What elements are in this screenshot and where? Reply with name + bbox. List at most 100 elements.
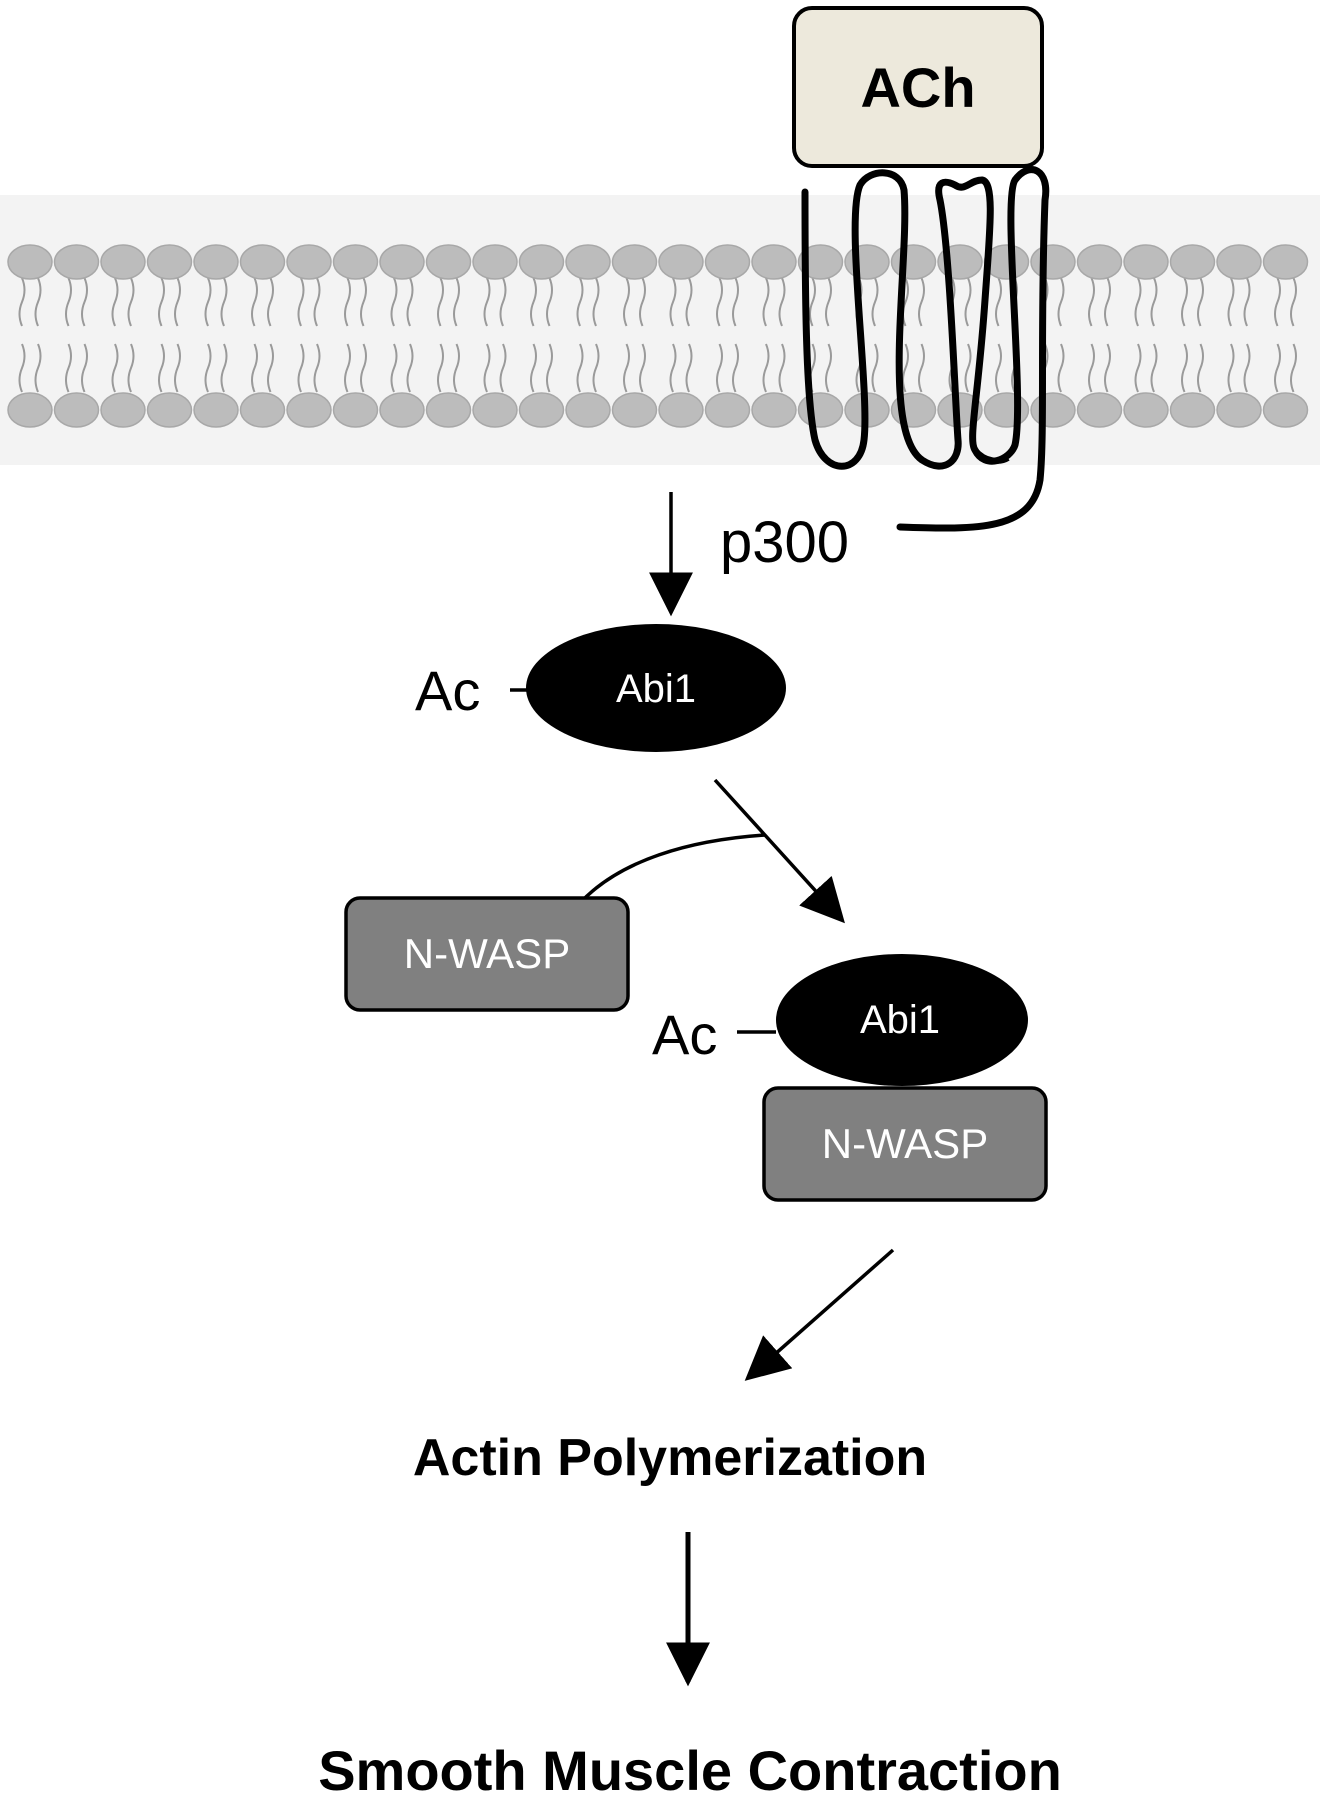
lipid-tail [111,343,119,393]
lipid-tail [406,277,414,327]
lipid-tail [530,277,537,327]
lipid-head [472,244,518,280]
lipid-tail [576,277,584,327]
lipid-tail [158,277,165,327]
lipid-tail [267,277,274,327]
lipid-head [1076,244,1123,280]
lipid-head [658,244,704,280]
lipid-head [751,244,797,280]
lipid-tail [18,277,26,327]
lipid-tail [127,343,135,393]
lipid-tail [530,343,537,393]
lipid-tail [1243,343,1251,393]
lipid-tail [204,343,212,393]
membrane-background [0,195,1320,465]
lipid-tail [1088,343,1095,393]
lipid-head [1216,392,1262,428]
lipid-tail [639,277,646,327]
lipid-head [53,392,100,428]
lipid-tail [1150,277,1158,327]
lipid-head [286,244,332,280]
lipid-tail [406,343,414,393]
lipid-tail [158,343,165,393]
receptor-loop-tail [972,447,1010,464]
lipid-tail [546,277,553,327]
lipid-tail [1181,343,1188,393]
lipid-tail [483,343,491,393]
lipid-tail [360,277,367,327]
lipid-tail [825,277,832,327]
lipid-tail [65,343,72,393]
lipid-head [704,244,751,280]
smooth-muscle-contraction-label: Smooth Muscle Contraction [318,1739,1062,1800]
lipid-tail [1197,343,1204,393]
lipid-head [1169,244,1216,280]
lipid-tail [546,343,553,393]
lipid-head [844,244,890,280]
lipid-tail [732,277,739,327]
lipid-head [658,392,704,428]
lipid-tail [483,277,491,327]
abi1-nwasp-complex: N-WASP Abi1 Ac [652,954,1048,1202]
lipid-head [751,392,797,428]
lipid-tail [127,277,135,327]
lipid-head [146,392,193,428]
lipid-head [425,392,472,428]
lipid-head [7,392,53,428]
lipid-tail [499,343,507,393]
lipid-tail [251,277,258,327]
lipid-head [100,392,146,428]
lipid-tail [1290,343,1297,393]
lipid-tail [716,343,723,393]
lipid-tail [344,277,351,327]
acetyl-label-2: Ac [652,1003,717,1066]
lipid-head [565,392,611,428]
lipid-tail [1197,277,1204,327]
lipid-tail [778,277,786,327]
lipid-tail [1227,343,1235,393]
lipid-head [332,392,379,428]
lipid-tail [1290,277,1297,327]
lipid-head [379,392,425,428]
lipid-tail [453,343,460,393]
lipid-tail [964,277,972,327]
lipid-tail [1104,277,1111,327]
lipid-tail [1057,277,1065,327]
lipid-head [1216,244,1262,280]
lipid-head [518,244,565,280]
actin-polymerization-label: Actin Polymerization [413,1429,927,1487]
lipid-tail [964,343,972,393]
lipid-tails-lower [18,343,1297,393]
ach-ligand: ACh [792,6,1044,168]
lipid-tail [995,343,1002,393]
lipid-tail [267,343,274,393]
lipid-tail [639,343,646,393]
lipid-head [797,244,844,280]
lipid-tail [995,277,1002,327]
lipid-tail [360,343,367,393]
lipid-head [1030,392,1076,428]
lipid-tail [65,277,72,327]
ach-label: ACh [860,56,975,119]
lipid-head [53,244,100,280]
lipid-head [983,392,1030,428]
lipid-head [332,244,379,280]
abi1-free-label: Abi1 [616,667,696,711]
lipid-head [1262,392,1309,428]
lipid-tail [623,277,630,327]
lipid-tail [918,277,925,327]
lipid-heads-upper [7,244,1309,280]
lipid-tail [174,277,181,327]
lipid-tail [220,343,228,393]
lipid-tail [111,277,119,327]
lipid-tail [732,343,739,393]
lipid-tail [1150,343,1158,393]
lipid-tail [871,343,879,393]
lipid-tail [669,343,677,393]
lipid-tail [1134,277,1142,327]
lipid-tail [685,277,693,327]
lipid-heads-lower [7,392,1309,428]
complex-abi1-ellipse [776,954,1028,1086]
lipid-tail [809,277,816,327]
lipid-tail [1274,277,1281,327]
